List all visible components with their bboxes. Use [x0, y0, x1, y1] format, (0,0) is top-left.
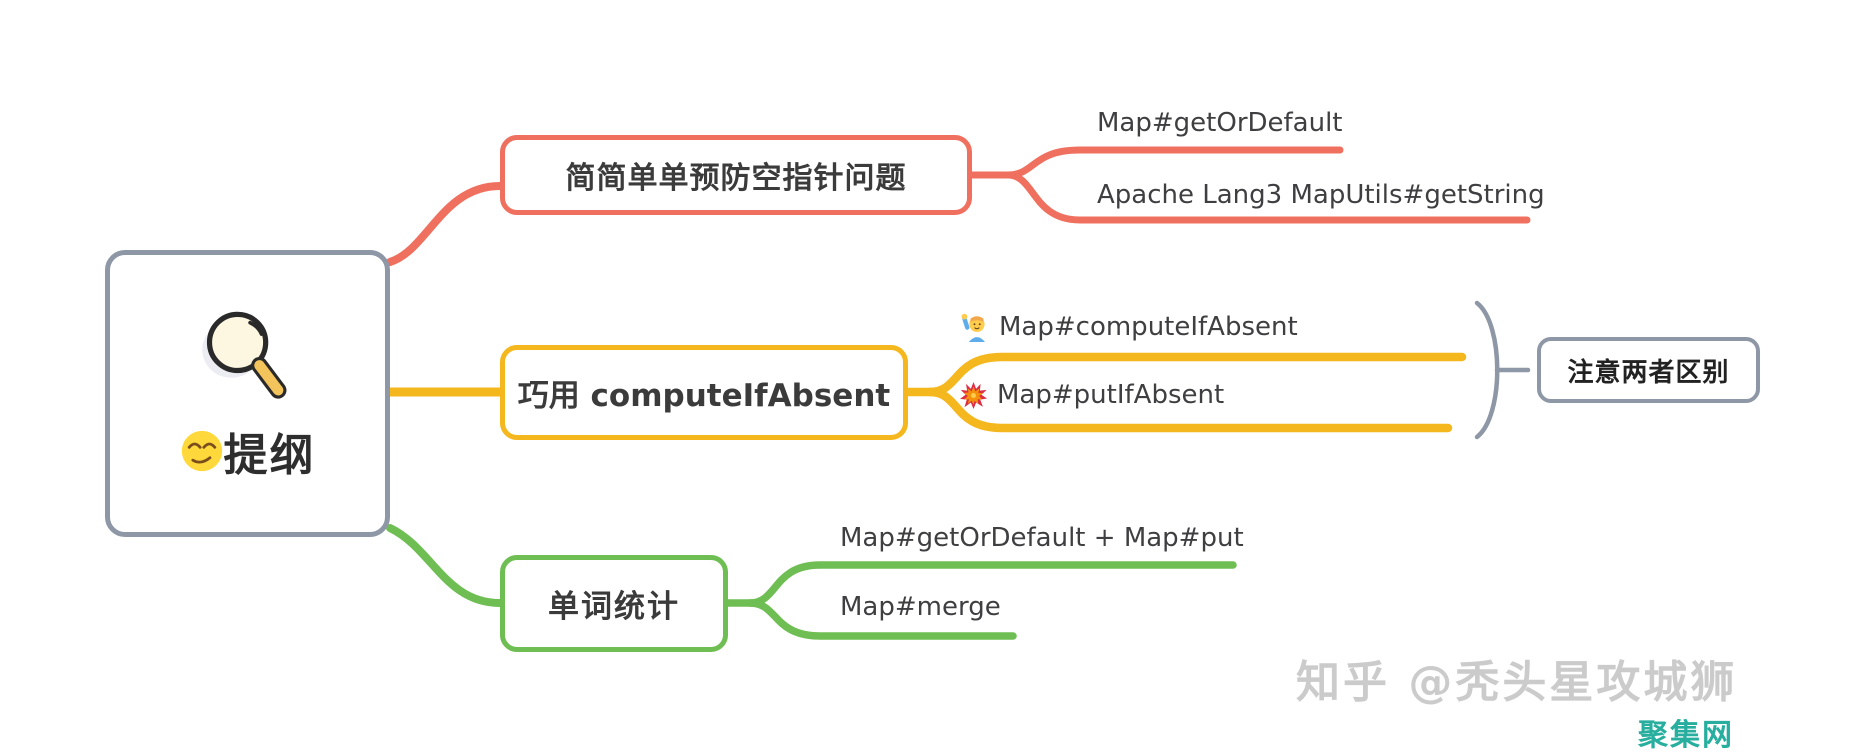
child-getordefault-put: Map#getOrDefault + Map#put — [840, 520, 1244, 556]
underline-yellow-child-2 — [925, 387, 1453, 433]
branch-label: 巧用 computeIfAbsent — [517, 378, 891, 414]
child-label: Map#getOrDefault — [1097, 108, 1343, 138]
underline-green-child-2 — [746, 599, 1017, 640]
underline-red-child-2 — [1004, 171, 1531, 224]
child-label: Apache Lang3 MapUtils#getString — [1097, 180, 1545, 210]
magnifying-glass-icon — [201, 311, 286, 399]
child-label: Map#merge — [840, 592, 1001, 622]
child-map-putifabsent: Map#putIfAbsent — [960, 377, 1224, 413]
child-label: Map#computeIfAbsent — [999, 312, 1298, 342]
connector-root-to-red — [386, 182, 504, 266]
child-label: Map#getOrDefault + Map#put — [840, 523, 1244, 553]
connector-root-to-green — [386, 524, 504, 607]
watermark-site-badge: 聚集网 — [1638, 718, 1734, 752]
child-map-computeifabsent: Map#computeIfAbsent — [960, 309, 1298, 345]
collision-emoji — [960, 381, 987, 409]
branch-label: 单词统计 — [548, 589, 680, 625]
smirking-face-emoji — [181, 430, 222, 471]
branch-node-null-pointer: 简简单单预防空指针问题 — [500, 135, 972, 215]
note-node-difference: 注意两者区别 — [1537, 337, 1760, 403]
brace-yellow-children — [1474, 300, 1500, 440]
branch-node-compute-if-absent: 巧用 computeIfAbsent — [500, 345, 908, 440]
child-maputils-getstring: Apache Lang3 MapUtils#getString — [1097, 177, 1545, 213]
underline-red-child-1 — [1004, 146, 1344, 179]
note-label: 注意两者区别 — [1567, 357, 1730, 388]
branch-label: 简简单单预防空指针问题 — [565, 161, 907, 196]
child-map-getordefault: Map#getOrDefault — [1097, 105, 1343, 141]
child-label: Map#putIfAbsent — [997, 380, 1225, 410]
root-title-label: 提纲 — [223, 429, 316, 481]
child-map-merge: Map#merge — [840, 589, 1001, 625]
branch-node-word-count: 单词统计 — [500, 555, 728, 652]
raising-hand-emoji — [961, 313, 985, 342]
watermark-author: 知乎 @秃头星攻城狮 — [1296, 657, 1738, 708]
root-node: 提纲 — [105, 250, 390, 537]
root-title: 提纲 — [180, 419, 316, 483]
